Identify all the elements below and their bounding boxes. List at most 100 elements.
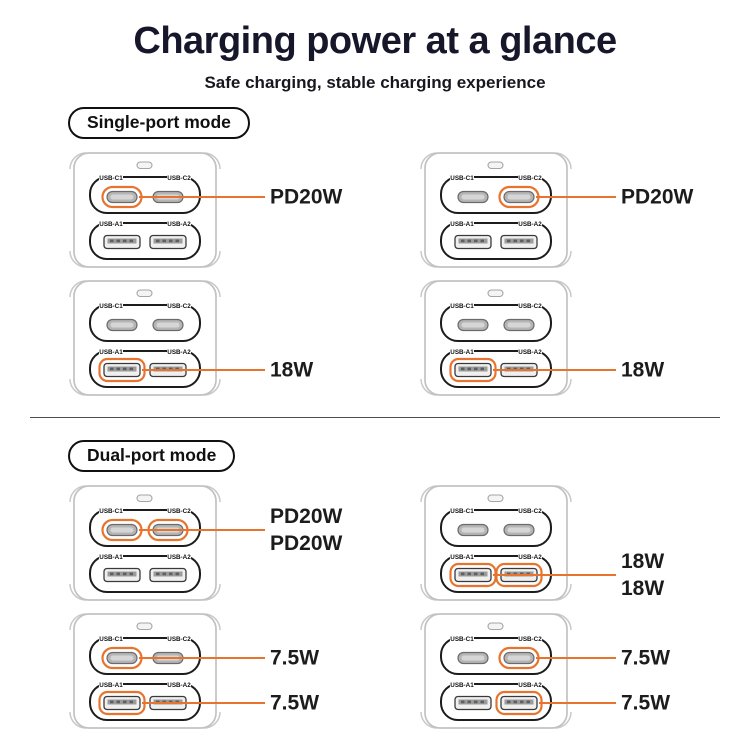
label-backdrop xyxy=(450,634,474,642)
usb-a1-port-tongue xyxy=(458,366,488,372)
connector-line-a-row xyxy=(493,574,616,576)
usb-a2-pin xyxy=(156,239,160,243)
led-indicator xyxy=(487,494,504,503)
usb-a2-pin xyxy=(162,572,166,576)
usb-c-port-group xyxy=(89,509,201,547)
usb-a1-pin xyxy=(467,239,471,243)
usb-a2-label: USB-A2 xyxy=(167,682,191,689)
charger-slot: USB-C1 USB-C2 USB-A1 USB-A2 xyxy=(66,482,224,604)
charger-body xyxy=(73,613,217,729)
charger-unit-c2-pd20w: USB-C1 USB-C2 USB-A1 USB-A2 PD20W xyxy=(381,149,720,273)
usb-a2-pin xyxy=(520,367,524,371)
usb-a2-pin xyxy=(169,700,173,704)
usb-a2-pin xyxy=(507,239,511,243)
usb-a2-port-tongue xyxy=(504,238,534,244)
usb-c1-port-slot xyxy=(461,527,485,533)
usb-c2-label: USB-C2 xyxy=(167,303,191,310)
usb-a2-pin xyxy=(520,700,524,704)
usb-a1-label: USB-A1 xyxy=(99,682,123,689)
charger-unit-a1a2-18w: USB-C1 USB-C2 USB-A1 USB-A2 18W xyxy=(381,482,720,606)
power-labels: PD20W xyxy=(270,184,342,211)
charger-slot: USB-C1 USB-C2 USB-A1 USB-A2 xyxy=(417,277,575,399)
usb-a1-pin xyxy=(480,700,484,704)
label-backdrop xyxy=(99,680,123,688)
usb-c2-port-slot xyxy=(507,194,531,200)
usb-a2-label: USB-A2 xyxy=(518,554,542,561)
label-backdrop xyxy=(99,347,123,355)
usb-c1-label: USB-C1 xyxy=(99,303,123,310)
usb-c1-label: USB-C1 xyxy=(99,175,123,182)
usb-a1-pin xyxy=(110,239,114,243)
mode-pill-single-port: Single-port mode xyxy=(68,107,250,139)
label-backdrop xyxy=(167,634,191,642)
label-backdrop xyxy=(99,173,123,181)
usb-a1-label: USB-A1 xyxy=(99,221,123,228)
usb-a2-pin xyxy=(169,239,173,243)
section-divider xyxy=(30,417,720,418)
usb-a-port-group xyxy=(89,555,201,593)
usb-a1-port-tongue xyxy=(458,699,488,705)
infographic-page: Charging power at a glance Safe charging… xyxy=(30,0,720,734)
mode-pill-label: Dual-port mode xyxy=(87,445,217,465)
usb-a1-pin xyxy=(110,367,114,371)
mode-pill-dual-port: Dual-port mode xyxy=(68,440,236,472)
usb-c1-port-slot xyxy=(461,194,485,200)
usb-a2-pin xyxy=(507,367,511,371)
led-indicator xyxy=(136,622,153,631)
led-indicator xyxy=(487,622,504,631)
usb-c2-port-slot xyxy=(507,322,531,328)
charger-body xyxy=(73,280,217,396)
usb-c1-label: USB-C1 xyxy=(450,636,474,643)
label-backdrop xyxy=(518,347,542,355)
usb-c1-label: USB-C1 xyxy=(450,175,474,182)
usb-a1-pin xyxy=(129,367,133,371)
charger-body xyxy=(424,485,568,601)
charger-body xyxy=(424,152,568,268)
label-backdrop xyxy=(450,301,474,309)
power-value: PD20W xyxy=(270,532,343,555)
usb-c2-port-slot xyxy=(507,527,531,533)
power-value: 7.5W xyxy=(621,646,671,670)
label-backdrop xyxy=(450,219,474,227)
usb-a2-label: USB-A2 xyxy=(518,682,542,689)
connector-line-c-row xyxy=(536,657,616,659)
power-value: PD20W xyxy=(270,505,343,528)
usb-a1-pin xyxy=(123,239,127,243)
charger-illustration: USB-C1 USB-C2 USB-A1 USB-A2 xyxy=(69,152,221,268)
label-backdrop xyxy=(518,301,542,309)
connector-line-a-row xyxy=(493,369,616,371)
charger-illustration: USB-C1 USB-C2 USB-A1 USB-A2 xyxy=(69,613,221,729)
usb-a1-port-tongue xyxy=(107,571,137,577)
usb-c2-label: USB-C2 xyxy=(167,175,191,182)
label-backdrop xyxy=(167,347,191,355)
usb-a1-pin xyxy=(123,700,127,704)
label-backdrop xyxy=(450,347,474,355)
usb-a2-port-tongue xyxy=(504,699,534,705)
label-backdrop xyxy=(450,173,474,181)
usb-c-port-group xyxy=(440,176,552,214)
usb-a1-label: USB-A1 xyxy=(450,554,474,561)
charger-illustration: USB-C1 USB-C2 USB-A1 USB-A2 xyxy=(69,280,221,396)
usb-c1-label: USB-C1 xyxy=(99,508,123,515)
single-port-grid: USB-C1 USB-C2 USB-A1 USB-A2 PD20W xyxy=(30,149,720,401)
power-labels: PD20W xyxy=(621,184,693,211)
power-value: 18W xyxy=(270,358,314,382)
usb-a2-pin xyxy=(175,700,179,704)
usb-c2-label: USB-C2 xyxy=(518,508,542,515)
usb-a1-port-tongue xyxy=(107,699,137,705)
usb-a2-label: USB-A2 xyxy=(167,349,191,356)
charger-slot: USB-C1 USB-C2 USB-A1 USB-A2 xyxy=(417,149,575,271)
led-indicator xyxy=(487,161,504,170)
usb-a1-pin xyxy=(116,239,120,243)
usb-a1-pin xyxy=(474,572,478,576)
usb-c2-label: USB-C2 xyxy=(167,636,191,643)
usb-c1-port-slot xyxy=(110,322,134,328)
usb-a2-pin xyxy=(156,700,160,704)
charger-illustration: USB-C1 USB-C2 USB-A1 USB-A2 xyxy=(420,613,572,729)
usb-a1-label: USB-A1 xyxy=(450,682,474,689)
label-backdrop xyxy=(450,680,474,688)
usb-a1-pin xyxy=(123,367,127,371)
usb-c1-port-slot xyxy=(461,322,485,328)
charger-unit-c1c2-pd20w: USB-C1 USB-C2 USB-A1 USB-A2 PD20W xyxy=(30,482,369,606)
usb-a1-label: USB-A1 xyxy=(450,221,474,228)
